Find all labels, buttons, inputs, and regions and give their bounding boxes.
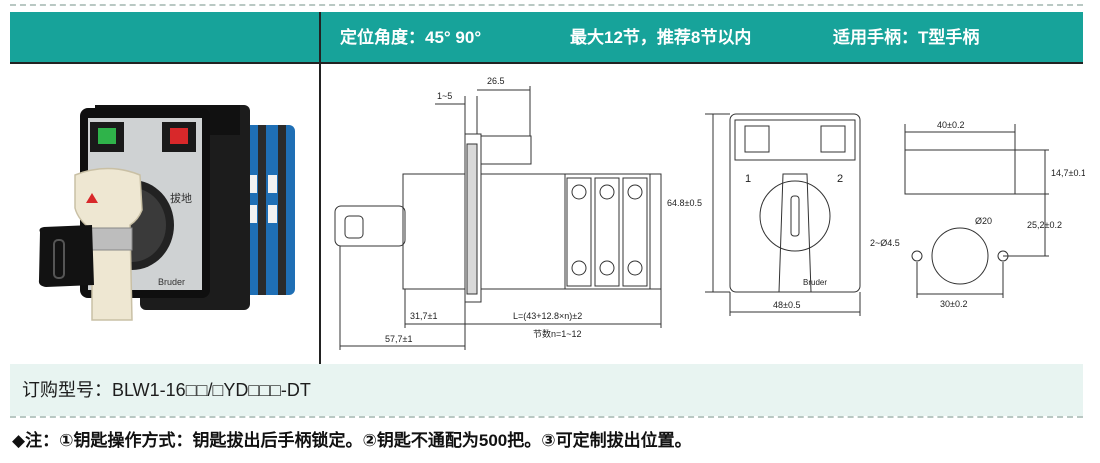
dim-height: 64.8±0.5	[667, 198, 702, 208]
red-indicator	[170, 128, 188, 144]
spec-header: 定位角度：45° 90° 最大12节，推荐8节以内 适用手柄：T型手柄	[10, 12, 1083, 62]
dim-31-7: 31,7±1	[410, 311, 437, 321]
top-dashed-line	[10, 4, 1083, 6]
technical-drawings: 1~5 26.5 31,7±1 57,7±1 L=(43+12.8×n)±2 节…	[334, 76, 1085, 350]
header-divider	[10, 62, 1083, 64]
product-photo: 0 拔地 Bruder	[38, 105, 295, 321]
front-brand: Bruder	[803, 278, 827, 287]
front-pos-2: 2	[837, 173, 843, 185]
dim-30: 30±0.2	[940, 299, 967, 309]
dim-14-7: 14,7±0.1	[1051, 168, 1085, 178]
header-angle: 定位角度：45° 90°	[340, 28, 482, 47]
dim-width: 48±0.5	[773, 300, 800, 310]
note-text: ◆注：①钥匙操作方式：钥匙拔出后手柄锁定。②钥匙不通配为500把。③可定制拔出位…	[12, 431, 692, 450]
front-view	[705, 113, 861, 316]
side-view	[334, 86, 662, 350]
header-handle: 适用手柄：T型手柄	[833, 28, 980, 47]
photo-brand: Bruder	[158, 277, 185, 287]
handle-arrow-icon	[86, 193, 98, 203]
dim-57-7: 57,7±1	[385, 334, 412, 344]
key-head	[38, 225, 94, 287]
green-indicator	[98, 128, 116, 144]
key-shaft	[89, 227, 133, 251]
photo-side-label: 拔地	[170, 191, 192, 205]
panel-cutout	[904, 124, 1049, 298]
front-pos-1: 1	[745, 173, 751, 185]
order-model: 订购型号：BLW1-16□□/□YD□□□-DT	[22, 380, 311, 400]
dim-1-5: 1~5	[437, 91, 452, 101]
dim-hole: 2~Ø4.5	[870, 238, 900, 248]
order-bar: 订购型号：BLW1-16□□/□YD□□□-DT	[10, 364, 1083, 416]
dim-26-5: 26.5	[487, 76, 505, 86]
dim-phi20: Ø20	[975, 216, 992, 226]
bottom-dashed-line	[10, 416, 1083, 418]
dim-25-2: 25,2±0.2	[1027, 220, 1062, 230]
dim-40: 40±0.2	[937, 120, 964, 130]
dim-length-formula: L=(43+12.8×n)±2	[513, 311, 582, 321]
dim-sections: 节数n=1~12	[533, 328, 582, 339]
header-sections: 最大12节，推荐8节以内	[570, 28, 752, 47]
column-divider	[319, 12, 321, 372]
